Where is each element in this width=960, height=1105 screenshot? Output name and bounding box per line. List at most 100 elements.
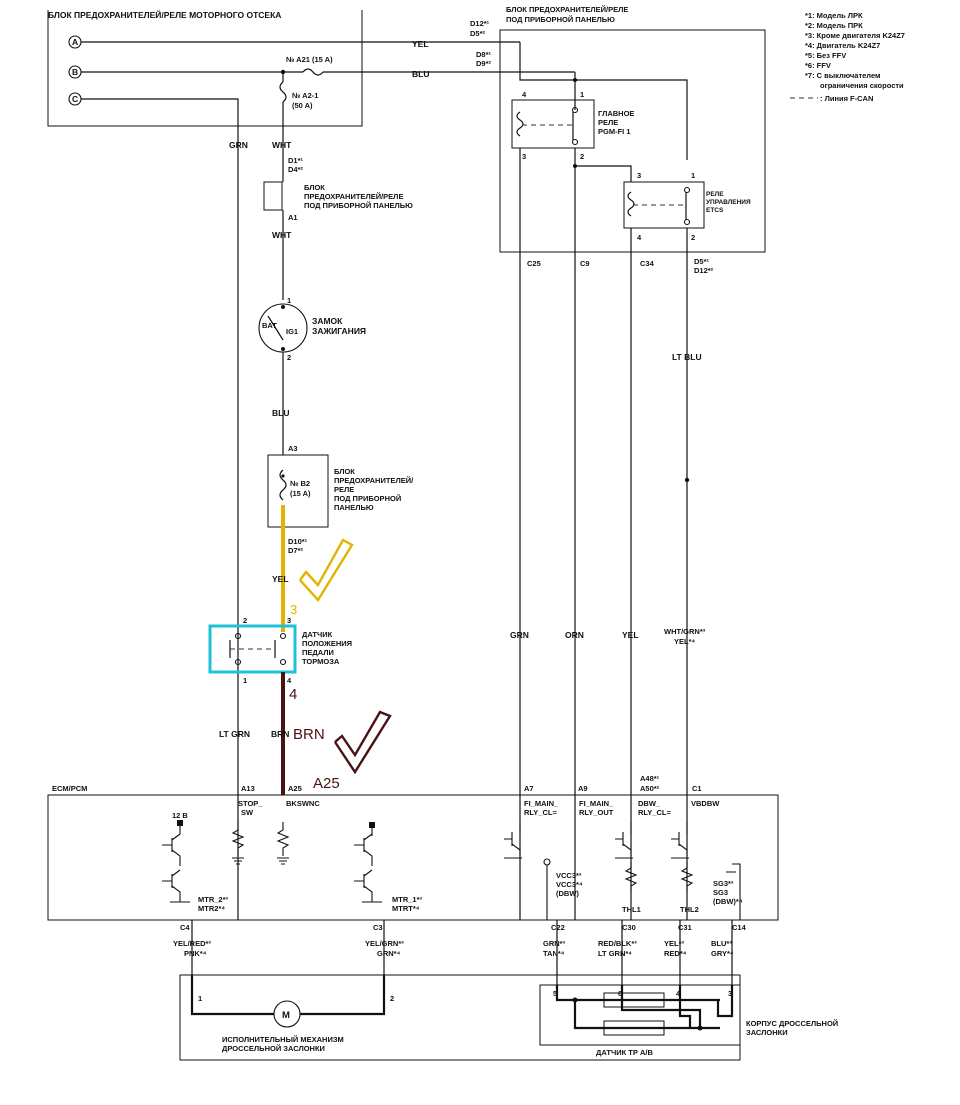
sig-fimain-cl-1: FI_MAIN_	[524, 799, 559, 808]
brake-pin-2: 2	[243, 616, 247, 625]
ecm-title: ECM/PCM	[52, 784, 87, 793]
wire-yel-star3: YEL*³	[664, 939, 685, 948]
wire-yel-top: YEL	[412, 39, 429, 49]
engine-fuse-box-title: БЛОК ПРЕДОХРАНИТЕЛЕЙ/РЕЛЕ МОТОРНОГО ОТСЕ…	[48, 9, 281, 20]
wire-wht-2: WHT	[272, 230, 292, 240]
connector-c4: C4	[180, 923, 190, 932]
sig-thl1: THL1	[622, 905, 641, 914]
ignition-pin-2: 2	[287, 353, 291, 362]
legend-8: ограничения скорости	[820, 81, 904, 90]
brake-pin-4: 4	[287, 676, 292, 685]
dash-low-text-2: ПРЕДОХРАНИТЕЛЕЙ/	[334, 476, 414, 485]
connector-d10: D10*¹	[288, 537, 308, 546]
wire-grn-left: GRN	[229, 140, 248, 150]
etcs-label-1: РЕЛЕ	[706, 191, 724, 198]
tp-pin-4: 4	[676, 989, 681, 998]
main-relay-label-1: ГЛАВНОЕ	[598, 109, 634, 118]
ecm-pcm: ECM/PCM A13 A25 A7 A9 A48*¹ A50*² C1 STO…	[47, 774, 779, 932]
connector-a50: A50*²	[640, 784, 660, 793]
legend-3: *3: Кроме двигателя K24Z7	[805, 31, 905, 40]
connector-a1: A1	[288, 213, 298, 222]
etcs-pin-2: 2	[691, 233, 695, 242]
sig-sg3-1: SG3*³	[713, 879, 734, 888]
fuse-a2-1-label-2: (50 A)	[292, 101, 313, 110]
sig-mtr2-2: MTR2*⁴	[198, 904, 225, 913]
connector-c22: C22	[551, 923, 565, 932]
legend-5: *5: Без FFV	[805, 51, 846, 60]
ignition-bat: BAT	[262, 321, 277, 330]
tp-sensor-label: ДАТЧИК ТР A/B	[596, 1048, 653, 1057]
connector-a3: A3	[288, 444, 298, 453]
sig-bkswnc: BKSWNC	[286, 799, 320, 808]
motor-pin-1: 1	[198, 994, 202, 1003]
dash-low-text-1: БЛОК	[334, 467, 355, 476]
dash-mid-text-1: БЛОК	[304, 183, 325, 192]
wire-grn-star4: GRN*⁴	[377, 949, 401, 958]
top-wires: YEL BLU GRN WHT D1*¹ D4*²	[81, 39, 575, 920]
connector-c1: C1	[692, 784, 702, 793]
etcs-pin-3: 3	[637, 171, 641, 180]
connector-c34: C34	[640, 259, 655, 268]
wire-wht-1: WHT	[272, 140, 292, 150]
sig-fimain-cl-2: RLY_CL=	[524, 808, 557, 817]
relay-pin-4: 4	[522, 90, 527, 99]
brake-label-2: ПОЛОЖЕНИЯ	[302, 639, 352, 648]
sig-12v: 12 В	[172, 811, 188, 820]
connector-a7: A7	[524, 784, 534, 793]
wire-red: RED*⁴	[664, 949, 687, 958]
fuse-b2-label-1: № B2	[290, 479, 310, 488]
connector-a25: A25	[288, 784, 302, 793]
relay-pin-2: 2	[580, 152, 584, 161]
sig-sg3-3: (DBW)*⁴	[713, 897, 743, 906]
dash-fuse-block-mid: БЛОК ПРЕДОХРАНИТЕЛЕЙ/РЕЛЕ ПОД ПРИБОРНОЙ …	[263, 181, 413, 300]
legend-2: *2: Модель ПРК	[805, 21, 863, 30]
throttle-body-label-1: КОРПУС ДРОССЕЛЬНОЙ	[746, 1019, 838, 1028]
legend: *1: Модель ЛРК *2: Модель ПРК *3: Кроме …	[790, 11, 905, 103]
brake-label-4: ТОРМОЗА	[302, 657, 340, 666]
tp-pin-3: 3	[728, 989, 732, 998]
connector-d5b: D5*¹	[694, 257, 710, 266]
right-wire-labels: C25 C9 C34 D5*¹ D12*² LT BLU GRN ORN YEL…	[510, 257, 714, 646]
ignition-pin-1: 1	[287, 296, 291, 305]
wire-yel-grn: YEL/GRN*³	[365, 939, 404, 948]
etcs-pin-1: 1	[691, 171, 695, 180]
brake-label-1: ДАТЧИК	[302, 630, 333, 639]
sig-thl2: THL2	[680, 905, 699, 914]
motor-pin-2: 2	[390, 994, 394, 1003]
fuse-b2-label-2: (15 A)	[290, 489, 311, 498]
wire-tan: TAN*⁴	[543, 949, 565, 958]
wire-red-blk: RED/BLK*³	[598, 939, 637, 948]
ignition-ig1: IG1	[286, 327, 298, 336]
dash-low-text-3: РЕЛЕ	[334, 485, 354, 494]
sig-vcc3-2: VCC3*⁴	[556, 880, 583, 889]
wire-brn-small: BRN	[271, 729, 289, 739]
wire-gry: GRY*⁴	[711, 949, 734, 958]
brown-checkmark	[334, 710, 392, 775]
actuator-label-2: ДРОССЕЛЬНОЙ ЗАСЛОНКИ	[222, 1044, 325, 1053]
dash-mid-text-3: ПОД ПРИБОРНОЙ ПАНЕЛЬЮ	[304, 201, 413, 210]
wire-yel-star4: YEL*⁴	[674, 637, 696, 646]
sig-mtr1-2: MTRT*⁴	[392, 904, 420, 913]
actuator-label-1: ИСПОЛНИТЕЛЬНЫЙ МЕХАНИЗМ	[222, 1035, 344, 1044]
wire-yel-c34: YEL	[622, 630, 639, 640]
connector-a48: A48*¹	[640, 774, 660, 783]
connector-a9: A9	[578, 784, 588, 793]
legend-6: *6: FFV	[805, 61, 831, 70]
connector-d9: D9*²	[476, 59, 492, 68]
wire-lt-grn: LT GRN	[219, 729, 250, 739]
annotation-a25: A25	[313, 775, 340, 792]
highlighted-yellow-wire: YEL 3	[272, 505, 354, 632]
wire-blu-mid: BLU	[272, 408, 289, 418]
sig-vcc3-1: VCC3*³	[556, 871, 582, 880]
ignition-label-2: ЗАЖИГАНИЯ	[312, 326, 366, 336]
connector-d12b: D12*²	[694, 266, 714, 275]
etcs-relay: 3 1 РЕЛЕ УПРАВЛЕНИЯ ETCS 4 2	[623, 171, 751, 920]
dash-fuse-block-lower: A3 № B2 (15 A) БЛОК ПРЕДОХРАНИТЕЛЕЙ/ РЕЛ…	[267, 444, 414, 555]
connector-d5: D5*²	[470, 29, 486, 38]
wire-yel-brake: YEL	[272, 574, 289, 584]
connector-d7: D7*²	[288, 546, 304, 555]
motor-m: M	[282, 1010, 290, 1021]
terminal-c: C	[72, 94, 78, 104]
annotation-3: 3	[290, 602, 297, 617]
